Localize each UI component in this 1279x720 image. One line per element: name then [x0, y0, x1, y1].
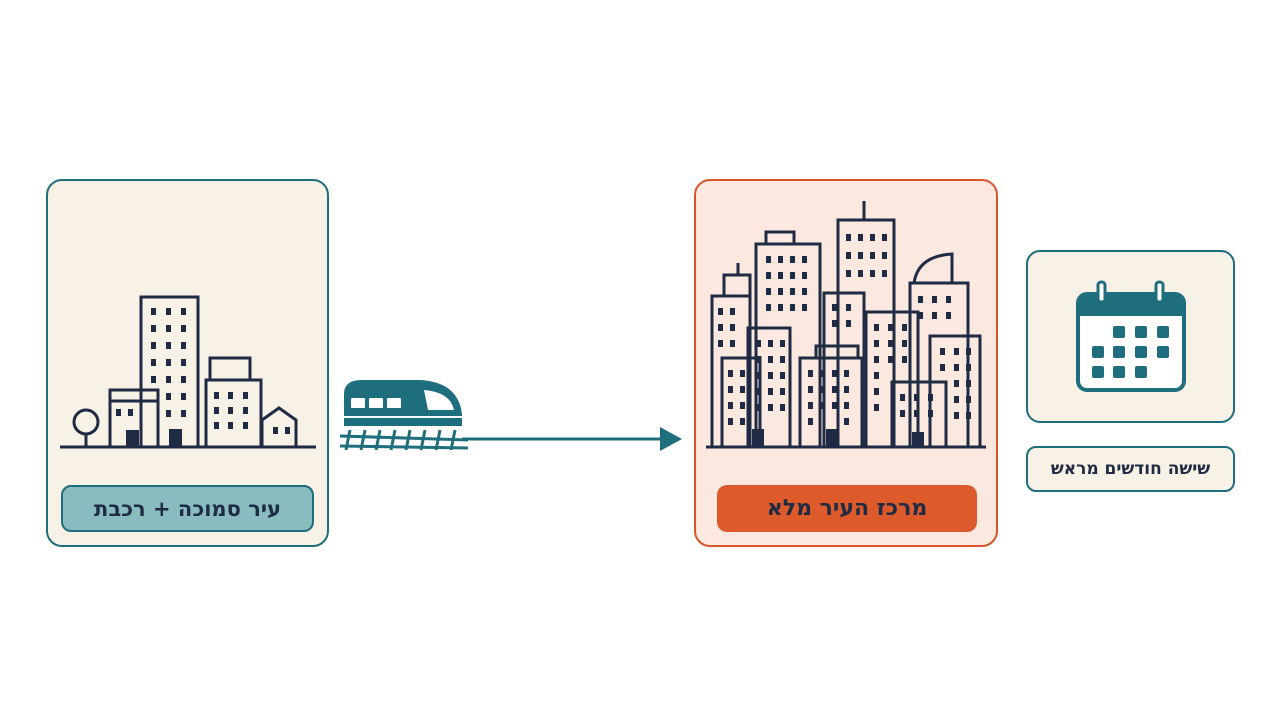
calendar-icon	[1076, 280, 1186, 392]
direction-arrow	[462, 427, 682, 451]
city-skyline-windows	[718, 234, 971, 447]
destination-label: מרכז העיר מלא	[717, 485, 977, 532]
train-icon	[339, 380, 469, 451]
small-town-windows	[116, 308, 290, 447]
small-town-icon	[60, 295, 316, 449]
timing-label: שישה חודשים מראש	[1026, 446, 1235, 492]
origin-label: עיר סמוכה + רכבת	[61, 485, 314, 532]
